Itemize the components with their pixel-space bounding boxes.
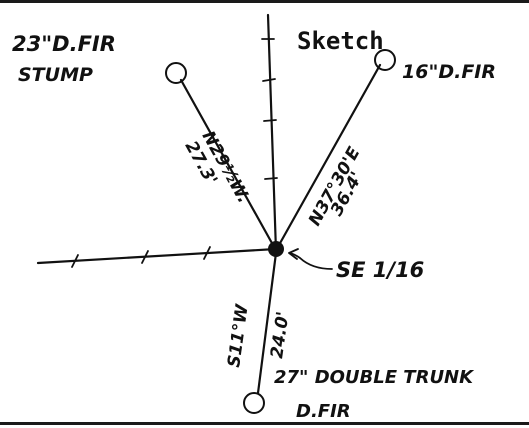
meridian-line	[266, 13, 278, 253]
survey-sketch: Sketch 23"D.FIR STUMP 16"D.FIR 27" DOUBL…	[12, 13, 496, 422]
center-corner-label: SE 1/16	[336, 258, 424, 282]
tree-label-s-line1: 27" DOUBLE TRUNK	[274, 367, 475, 388]
bearing-line-nw	[179, 78, 275, 247]
meridian-ticks	[261, 38, 278, 180]
tree-label-ne: 16"D.FIR	[402, 61, 496, 83]
sketch-title: Sketch	[297, 27, 384, 55]
east-west-line	[36, 247, 278, 265]
east-west-ticks	[71, 246, 211, 268]
tree-marker-ne	[374, 49, 396, 71]
tree-label-nw-line2: STUMP	[18, 64, 93, 86]
bearing-line-s	[256, 251, 278, 395]
tree-marker-s	[243, 392, 265, 414]
bearing-s: S11°W	[224, 302, 253, 369]
tree-label-nw-line1: 23"D.FIR	[12, 32, 116, 56]
center-label-leader	[289, 252, 333, 270]
leader-arrowhead	[288, 248, 299, 260]
tree-label-s-line2: D.FIR	[296, 401, 351, 422]
bearing-line-ne	[277, 63, 382, 247]
tree-marker-nw	[165, 62, 187, 84]
distance-s: 24.0'	[267, 310, 293, 359]
